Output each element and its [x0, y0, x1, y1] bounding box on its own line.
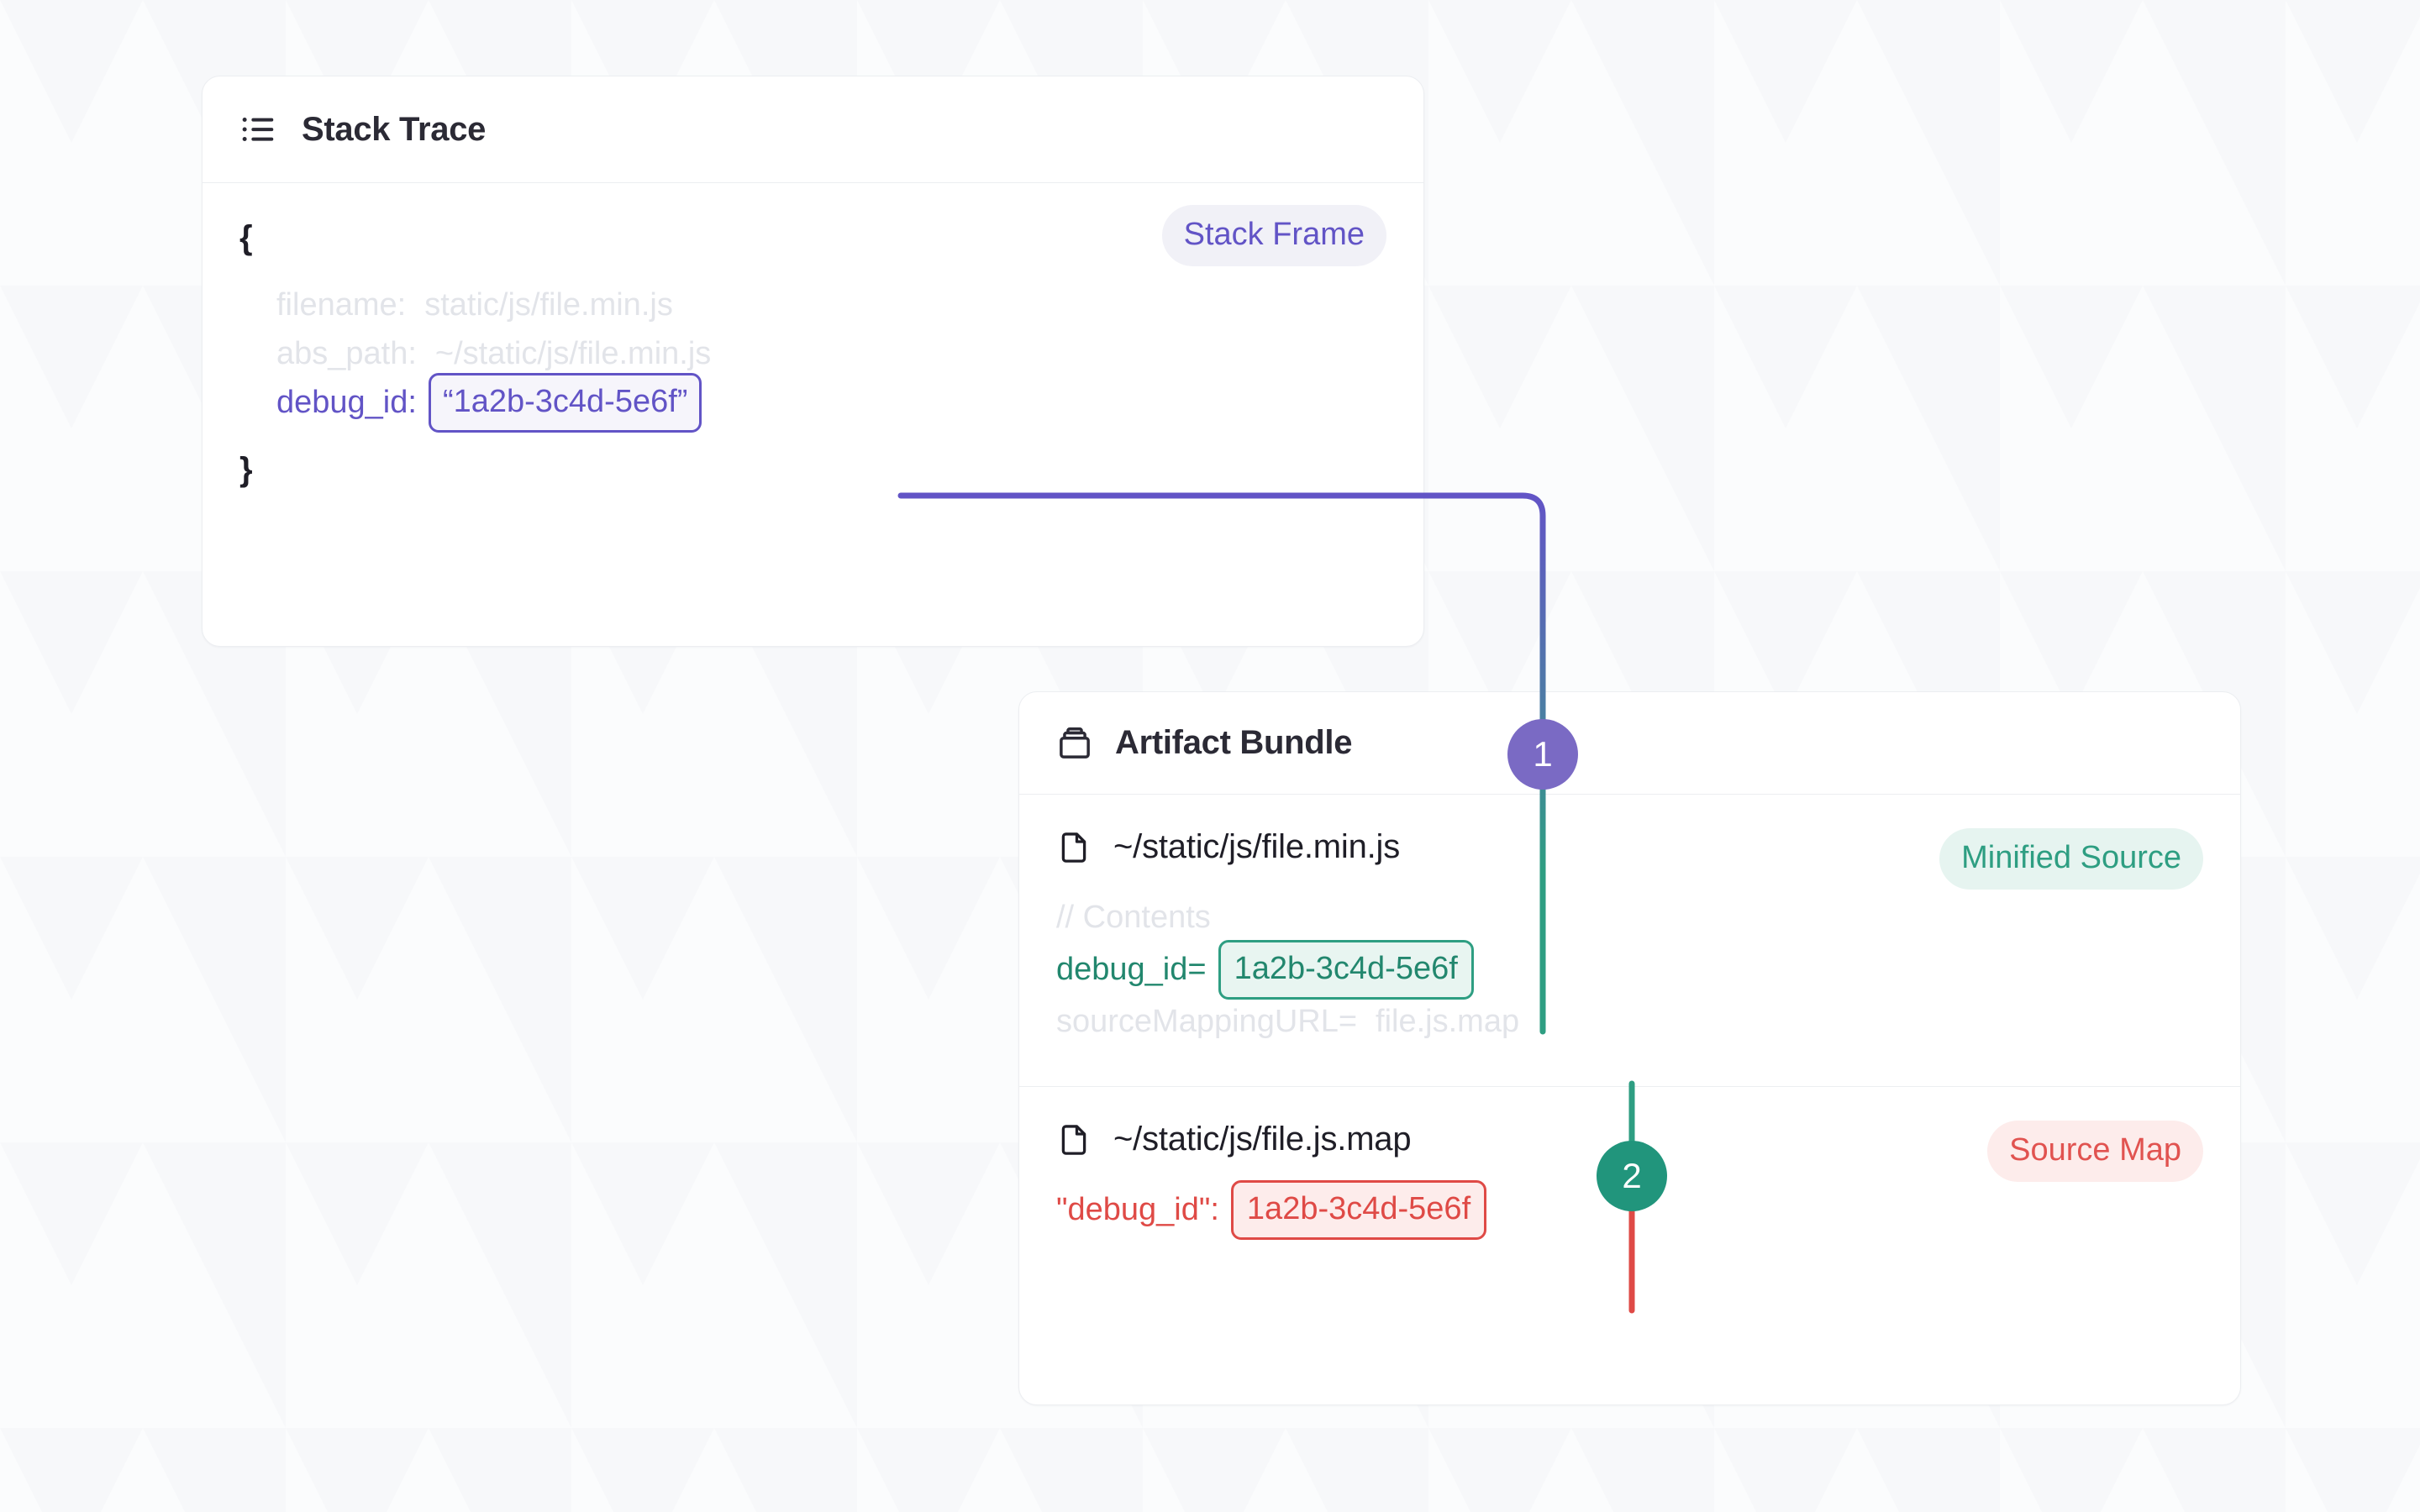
- file-icon: [1056, 830, 1092, 865]
- list-icon: [239, 110, 278, 149]
- step-badge-1-label: 1: [1533, 734, 1553, 774]
- artifact-bundle-header: Artifact Bundle: [1019, 692, 2240, 795]
- step-badge-1[interactable]: 1: [1507, 719, 1578, 790]
- line-sourcemap-debug-id-key: "debug_id":: [1056, 1192, 1219, 1227]
- step-badge-2-label: 2: [1622, 1156, 1642, 1195]
- field-filename-key: filename:: [276, 287, 407, 323]
- sourcemap-debug-id-value[interactable]: 1a2b-3c4d-5e6f: [1230, 1179, 1487, 1240]
- field-abspath: abs_path: ~/static/js/file.min.js: [239, 329, 1386, 378]
- close-brace: }: [239, 451, 253, 488]
- stack-frame-badge: Stack Frame: [1161, 205, 1386, 266]
- field-filename: filename: static/js/file.min.js: [239, 281, 1386, 329]
- line-source-mapping-url: sourceMappingURL= file.js.map: [1056, 1004, 1520, 1039]
- field-filename-value: static/js/file.min.js: [424, 287, 673, 323]
- minified-debug-id-value[interactable]: 1a2b-3c4d-5e6f: [1218, 939, 1474, 1000]
- artifact-file-minified-head: ~/static/js/file.min.js Minified Source: [1056, 828, 2203, 890]
- minified-source-badge: Minified Source: [1939, 828, 2203, 890]
- line-source-mapping-url-value: file.js.map: [1376, 1004, 1520, 1039]
- package-icon: [1056, 725, 1093, 762]
- step-badge-2[interactable]: 2: [1597, 1141, 1667, 1211]
- artifact-file-minified-name: ~/static/js/file.min.js: [1113, 828, 1401, 865]
- source-map-badge: Source Map: [1987, 1121, 2203, 1182]
- field-debugid: debug_id: “1a2b-3c4d-5e6f”: [239, 372, 1386, 433]
- stack-trace-title: Stack Trace: [302, 110, 487, 148]
- stack-trace-debug-id-value[interactable]: “1a2b-3c4d-5e6f”: [428, 372, 702, 433]
- field-abspath-key: abs_path:: [276, 336, 417, 371]
- artifact-file-minified-lines: // Contents debug_id= 1a2b-3c4d-5e6f sou…: [1056, 891, 2203, 1047]
- artifact-file-sourcemap-name: ~/static/js/file.js.map: [1113, 1121, 1412, 1158]
- stack-trace-body: Stack Frame { filename: static/js/file.m…: [203, 183, 1423, 528]
- line-debug-id-key: debug_id=: [1056, 952, 1207, 987]
- line-debug-id: debug_id= 1a2b-3c4d-5e6f: [1056, 939, 2203, 1000]
- line-contents-comment: // Contents: [1056, 900, 1211, 935]
- artifact-bundle-title: Artifact Bundle: [1115, 724, 1353, 761]
- stack-trace-panel: Stack Trace Stack Frame { filename: stat…: [202, 76, 1424, 647]
- file-icon: [1056, 1122, 1092, 1158]
- field-debugid-key: debug_id:: [276, 385, 417, 420]
- artifact-bundle-panel: Artifact Bundle ~/static/js/file.min.js …: [1018, 691, 2241, 1405]
- stack-trace-header: Stack Trace: [203, 76, 1423, 183]
- field-abspath-value: ~/static/js/file.min.js: [434, 336, 712, 371]
- artifact-file-minified: ~/static/js/file.min.js Minified Source …: [1019, 795, 2240, 1086]
